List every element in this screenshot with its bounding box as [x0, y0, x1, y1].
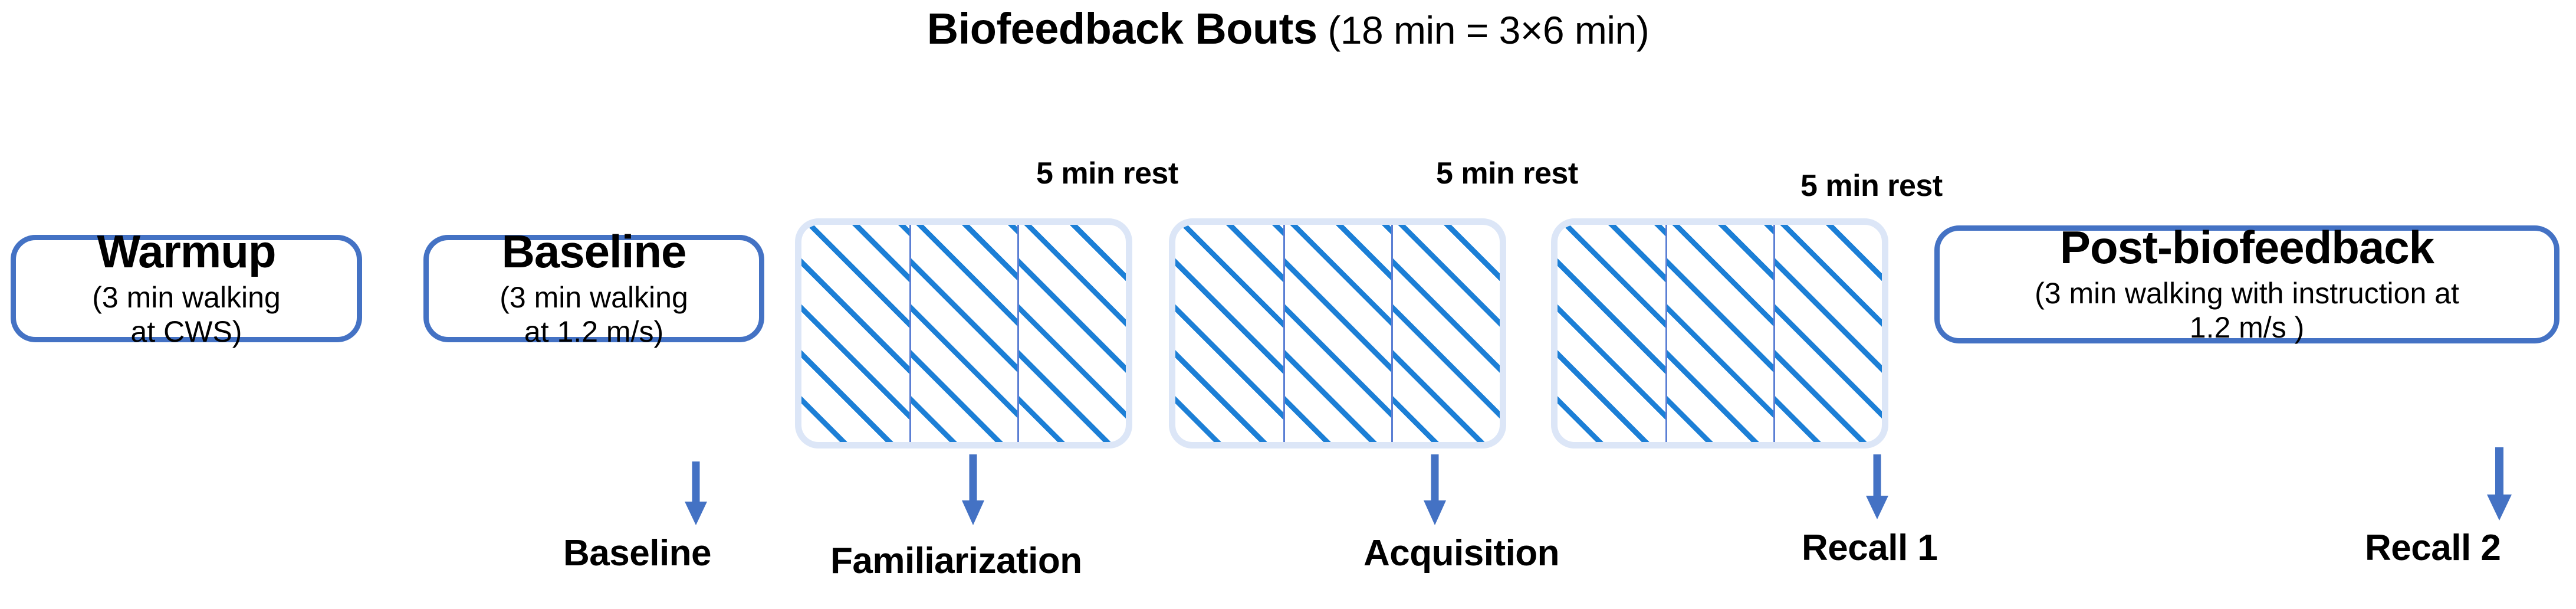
- arrow-down-familiarization-icon: [962, 454, 984, 525]
- phase-box-warmup-title: Warmup: [97, 225, 276, 278]
- phase-label-recall-2: Recall 2: [2365, 528, 2501, 568]
- hatch-pattern-3: [1558, 225, 1882, 442]
- bout-3-segment-1: [1558, 225, 1665, 442]
- phase-box-baseline-subtitle-line1: (3 min walking: [500, 280, 688, 314]
- bout-2-segment-1: [1175, 225, 1283, 442]
- bout-1-segment-2: [909, 225, 1019, 442]
- hatch-pattern-2: [1175, 225, 1500, 442]
- hatch-pattern-1: [801, 225, 1126, 442]
- biofeedback-bout-box-1[interactable]: [795, 218, 1132, 448]
- phase-box-post-biofeedback-title: Post-biofeedback: [2059, 221, 2434, 274]
- phase-label-familiarization: Familiarization: [830, 541, 1082, 581]
- phase-box-warmup-subtitle-line1: (3 min walking: [92, 280, 281, 314]
- phase-box-warmup[interactable]: Warmup (3 min walking at CWS): [11, 228, 362, 348]
- phase-box-warmup-subtitle-line2: at CWS): [130, 315, 242, 348]
- phase-box-warmup-subtitle: (3 min walking at CWS): [92, 280, 281, 349]
- bout-2-segment-3: [1391, 225, 1500, 442]
- arrow-down-acquisition-icon: [1424, 454, 1446, 525]
- phase-box-post-biofeedback-subtitle: (3 min walking with instruction at 1.2 m…: [2035, 276, 2459, 345]
- phase-label-baseline: Baseline: [563, 533, 712, 574]
- phase-box-post-biofeedback[interactable]: Post-biofeedback (3 min walking with ins…: [1934, 221, 2559, 345]
- bout-2-segment-2: [1283, 225, 1393, 442]
- phase-box-baseline-subtitle-line2: at 1.2 m/s): [524, 315, 664, 348]
- figure-title-main: Biofeedback Bouts: [926, 4, 1317, 53]
- rest-label-1: 5 min rest: [1036, 156, 1178, 191]
- phase-box-post-biofeedback-subtitle-line1: (3 min walking with instruction at: [2035, 276, 2459, 310]
- phase-box-post-biofeedback-subtitle-line2: 1.2 m/s ): [2189, 310, 2305, 344]
- biofeedback-bout-box-2[interactable]: [1169, 218, 1506, 448]
- phase-box-baseline-subtitle: (3 min walking at 1.2 m/s): [500, 280, 688, 349]
- biofeedback-bout-box-3[interactable]: [1551, 218, 1888, 448]
- arrow-down-recall-2-icon: [2487, 447, 2512, 520]
- phase-box-baseline-title: Baseline: [501, 225, 687, 278]
- arrow-down-recall-1-icon: [1866, 454, 1888, 519]
- bout-1-segment-3: [1017, 225, 1126, 442]
- bout-3-segment-3: [1773, 225, 1882, 442]
- rest-label-3: 5 min rest: [1800, 169, 1943, 203]
- figure-title-parenthetical: (18 min = 3×6 min): [1317, 8, 1650, 52]
- rest-label-2: 5 min rest: [1436, 156, 1578, 191]
- bout-3-segment-2: [1665, 225, 1775, 442]
- phase-box-baseline[interactable]: Baseline (3 min walking at 1.2 m/s): [423, 228, 764, 348]
- phase-label-recall-1: Recall 1: [1802, 528, 1938, 568]
- arrow-down-baseline-icon: [685, 461, 707, 525]
- phase-label-acquisition: Acquisition: [1363, 533, 1560, 574]
- figure-title: Biofeedback Bouts (18 min = 3×6 min): [0, 4, 2576, 54]
- bout-1-segment-1: [801, 225, 909, 442]
